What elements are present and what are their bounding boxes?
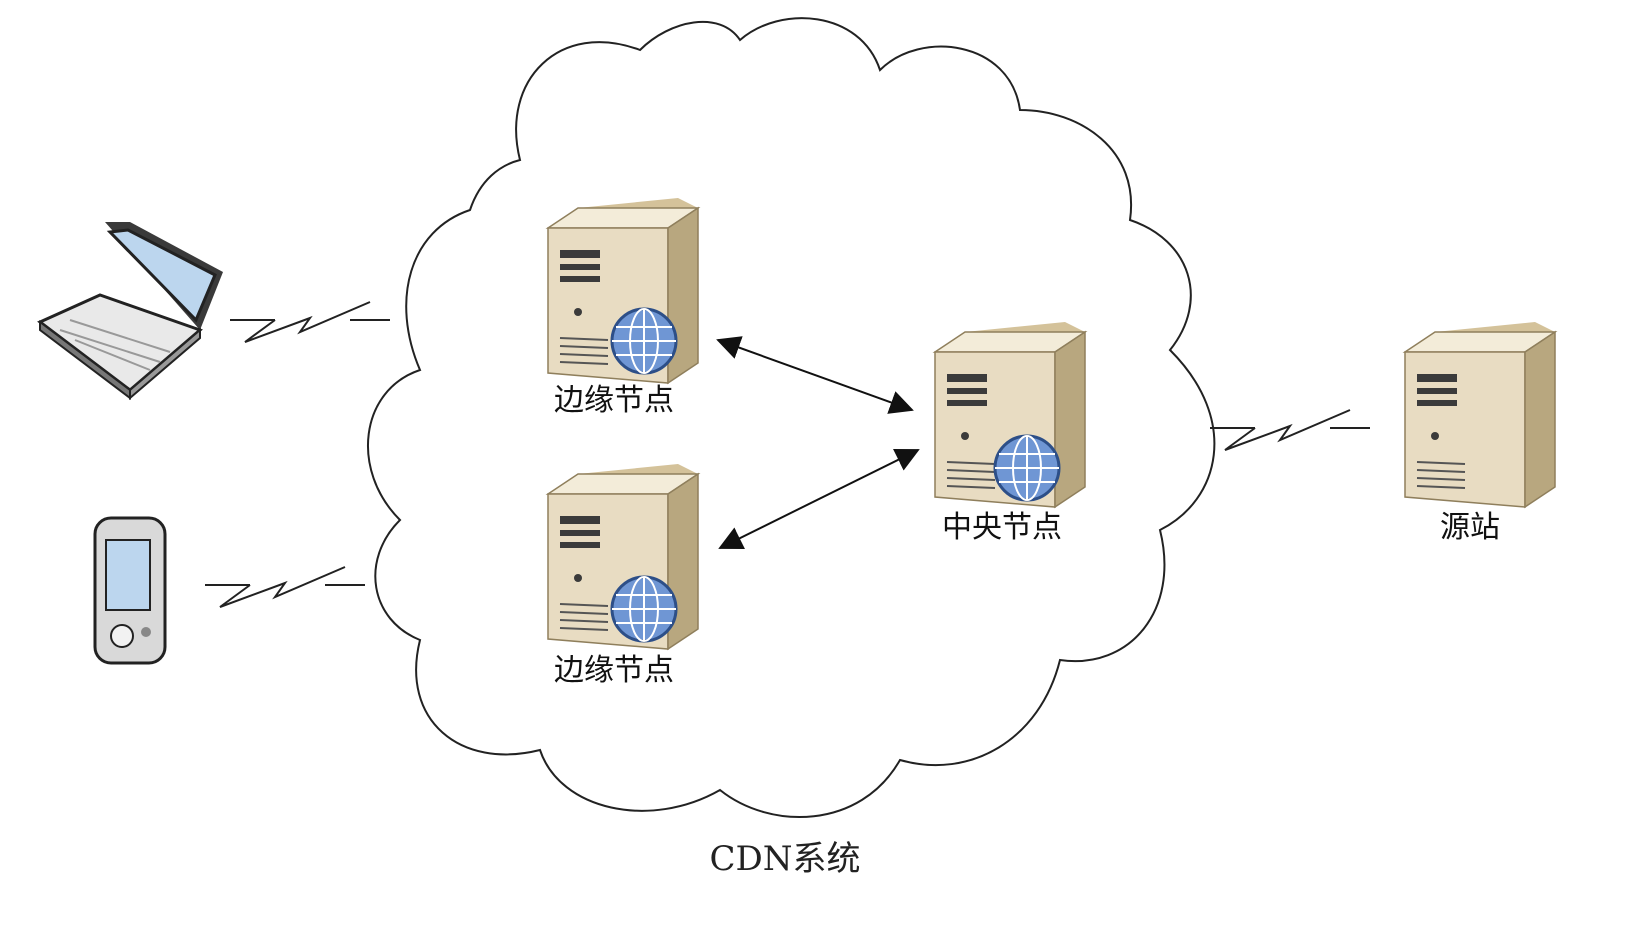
origin-server: [1404, 321, 1556, 508]
arrow-edge-bottom-central: [718, 449, 920, 549]
central-server: [934, 321, 1086, 508]
arrow-edge-top-central: [716, 336, 914, 414]
edge-node-top-label: 边缘节点: [554, 383, 674, 418]
globe-icon: [993, 434, 1061, 502]
edge-node-bottom-label: 边缘节点: [554, 653, 674, 688]
wireless-link-origin: [1209, 409, 1371, 451]
globe-icon: [610, 575, 678, 643]
edge-server-bottom: [547, 463, 699, 650]
edge-server-top: [547, 197, 699, 384]
mobile-phone-icon: [93, 516, 167, 665]
wireless-link-laptop: [229, 301, 391, 343]
globe-icon: [610, 307, 678, 375]
origin-server-label: 源站: [1440, 510, 1500, 545]
central-node-label: 中央节点: [942, 510, 1062, 545]
cdn-cloud: [367, 17, 1216, 819]
diagram-caption: CDN系统: [709, 839, 860, 879]
laptop-icon: [37, 222, 223, 401]
wireless-link-phone: [204, 566, 366, 608]
